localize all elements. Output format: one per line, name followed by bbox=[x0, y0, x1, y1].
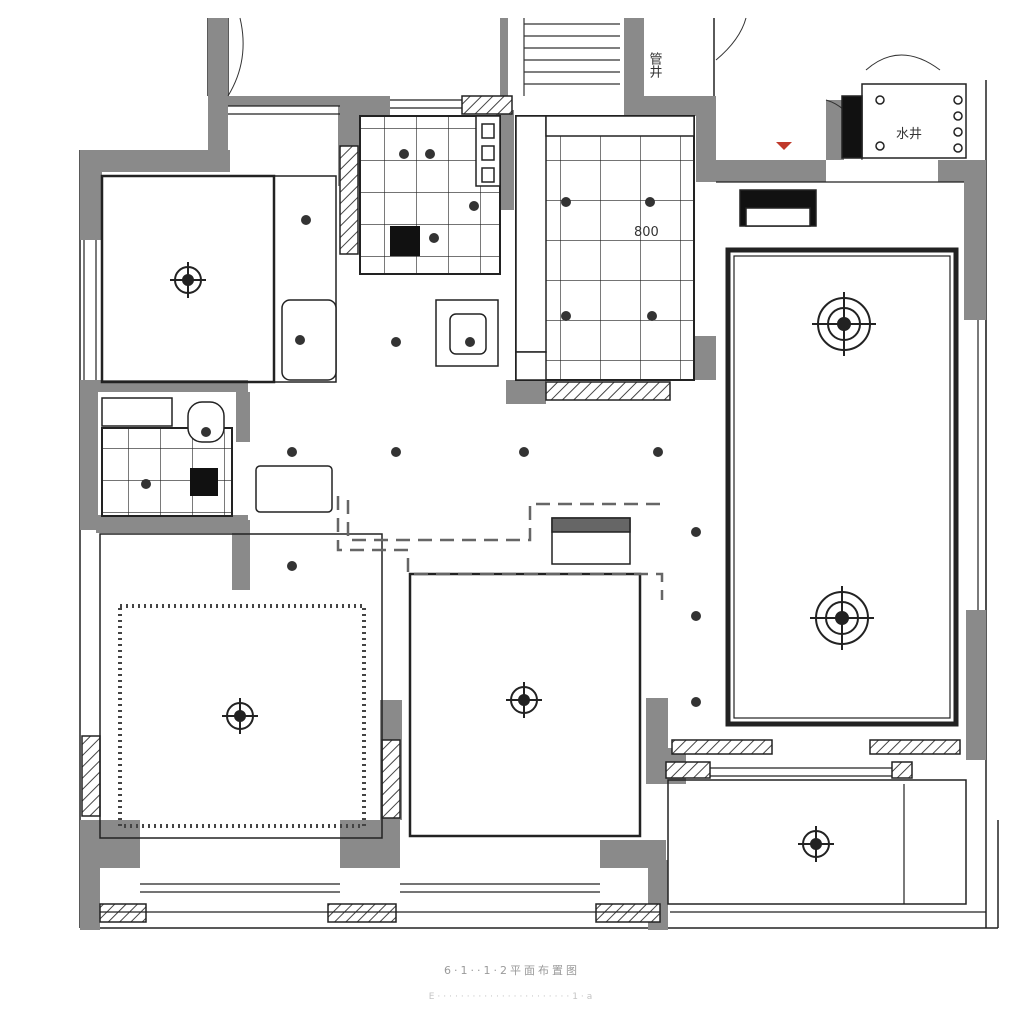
shaft-label-top: 管井 bbox=[647, 52, 663, 79]
plan-caption: 6·1··1·2平面布置图 bbox=[444, 964, 580, 977]
plan-subcaption: E·······················1·a bbox=[428, 992, 596, 1002]
floor-drain bbox=[390, 226, 420, 256]
hatched-walls bbox=[81, 95, 961, 923]
walls bbox=[80, 18, 986, 930]
lights-large bbox=[170, 262, 876, 862]
entry-marker bbox=[776, 142, 792, 150]
ceiling-light-icon bbox=[506, 682, 542, 718]
ceiling-light-icon bbox=[812, 292, 876, 356]
dimension-800: 800 bbox=[634, 225, 659, 240]
shaft-label-right: 水井 bbox=[896, 127, 922, 142]
ceiling-light-icon bbox=[810, 586, 874, 650]
downlights bbox=[141, 149, 701, 707]
stairs bbox=[523, 18, 620, 96]
ceiling-light-icon bbox=[222, 698, 258, 734]
kitchen-counters bbox=[515, 115, 695, 381]
windows bbox=[83, 99, 987, 913]
ceiling-frame bbox=[118, 604, 366, 828]
ceiling-trims bbox=[336, 496, 664, 600]
ceiling-light-icon bbox=[170, 262, 206, 298]
ceiling-light-icon bbox=[798, 826, 834, 862]
bathroom-fixtures bbox=[101, 115, 501, 513]
shaft-box bbox=[841, 83, 967, 159]
appliances bbox=[551, 189, 817, 565]
floor-drain-2 bbox=[190, 468, 218, 496]
